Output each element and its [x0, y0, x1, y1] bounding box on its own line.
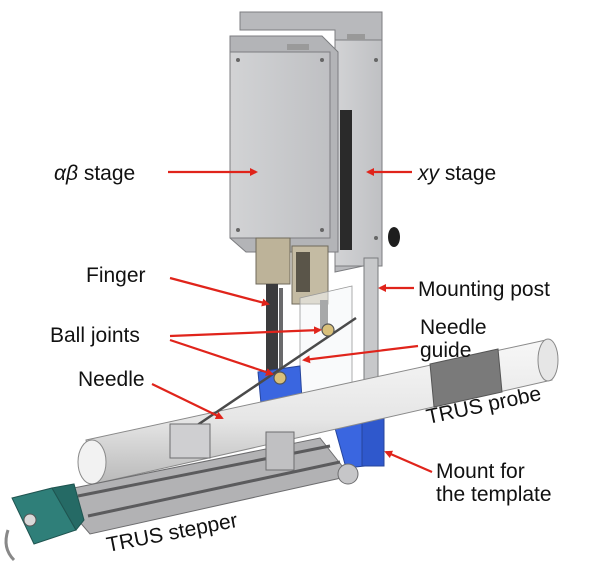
- label-alpha-beta-stage: αβ stage: [54, 162, 135, 185]
- label-needle: Needle: [78, 368, 145, 391]
- arrow-needle: [151, 383, 224, 419]
- ball-joint-upper: [321, 323, 335, 337]
- trus-stepper: [4, 423, 359, 562]
- arrow-mount-template: [384, 450, 433, 474]
- label-needle-guide-2: guide: [420, 339, 471, 362]
- label-mounting-post: Mounting post: [418, 278, 550, 301]
- label-finger: Finger: [86, 264, 146, 287]
- arrow-ball-joint-upper: [169, 326, 322, 338]
- label-mount-template-2: the template: [436, 483, 552, 506]
- alpha-beta-stage: [229, 35, 339, 253]
- label-xy-stage: xy stage: [417, 162, 496, 185]
- arrow-finger: [169, 276, 270, 307]
- label-mount-template-1: Mount for: [436, 460, 525, 483]
- label-needle-guide-1: Needle: [420, 316, 487, 339]
- arrow-ball-joint-lower: [169, 338, 274, 376]
- leader-arrows: [151, 168, 433, 474]
- arrow-needle-guide: [302, 344, 419, 364]
- xy-stage: [239, 11, 400, 273]
- ball-joint-lower: [273, 371, 287, 385]
- label-ball-joints: Ball joints: [50, 324, 140, 347]
- knob-icon: [388, 227, 400, 247]
